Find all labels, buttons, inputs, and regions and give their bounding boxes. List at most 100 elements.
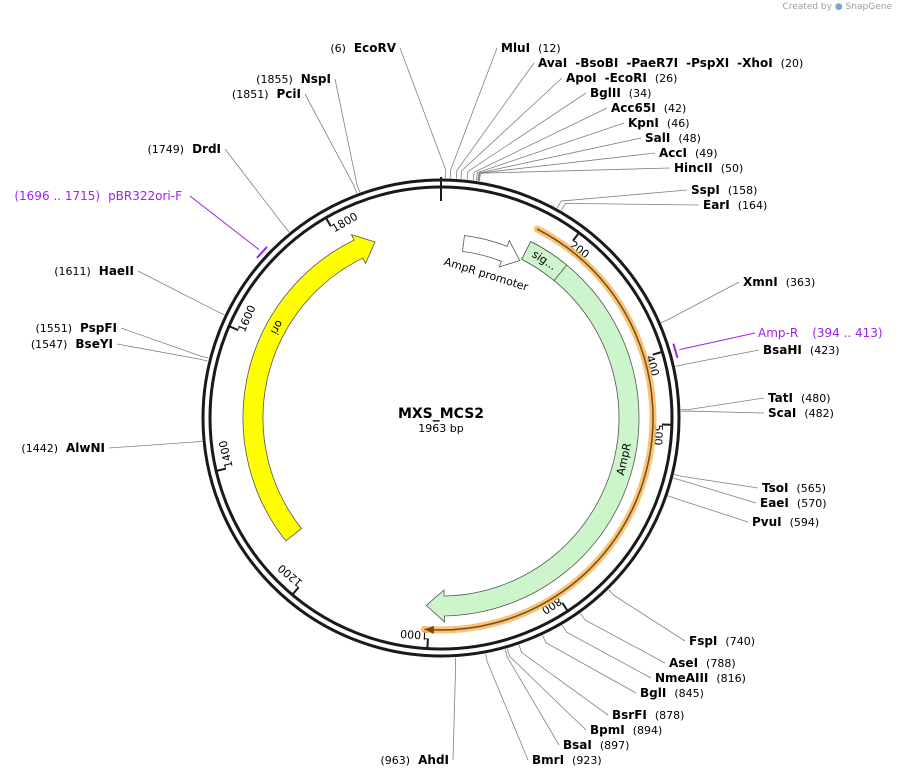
enzyme-name: MluI — [501, 41, 530, 55]
enzyme-position: (1551) — [35, 322, 72, 335]
enzyme-label-acc65i: Acc65I(42) — [611, 101, 686, 115]
enzyme-label-bgli: BglI(845) — [640, 686, 704, 700]
enzyme-name: EcoRI — [610, 71, 647, 85]
primer-range: (394 .. 413) — [812, 326, 882, 340]
enzyme-name: BsrFI — [612, 708, 647, 722]
enzyme-label-acci: AccI(49) — [659, 146, 718, 160]
enzyme-leader — [120, 327, 209, 359]
tick-mark — [216, 467, 227, 472]
enzyme-position: (1851) — [232, 88, 269, 101]
enzyme-position: (1855) — [256, 73, 293, 86]
tick-mark — [229, 325, 239, 332]
snapgene-credit: Created by ● SnapGene — [782, 2, 892, 12]
enzyme-position: (1611) — [54, 265, 91, 278]
enzyme-position: (923) — [572, 754, 602, 767]
enzyme-position: (1547) — [31, 338, 68, 351]
enzyme-leader — [455, 62, 535, 179]
ori-feature-arrow — [242, 234, 376, 542]
enzyme-leader-lines — [108, 47, 765, 761]
enzyme-name: BglII — [590, 86, 621, 100]
enzyme-name: BpmI — [590, 723, 625, 737]
enzyme-name: SalI — [645, 131, 670, 145]
enzyme-leader — [466, 92, 587, 180]
snapgene-logo-icon: ● — [834, 2, 843, 12]
enzyme-label-avai-bsobi-paer7i-pspxi-xhoi: AvaI - BsoBI - PaeR7I - PspXI - XhoI(20) — [538, 56, 803, 70]
enzyme-leader — [561, 624, 652, 679]
enzyme-name: EcoRV — [354, 41, 397, 55]
enzyme-separator: - — [686, 56, 691, 70]
plasmid-length: 1963 bp — [418, 422, 463, 435]
enzyme-position: (363) — [786, 276, 816, 289]
primer-label-pbr322ori-f: (1696 .. 1715)pBR322ori-F — [14, 189, 182, 203]
enzyme-position: (894) — [633, 724, 663, 737]
credit-app: SnapGene — [845, 2, 892, 12]
enzyme-label-kpni: KpnI(46) — [628, 116, 690, 130]
enzyme-name: HaeII — [99, 264, 134, 278]
enzyme-label-tati: TatI(480) — [768, 391, 831, 405]
enzyme-label-ahdi: (963)AhdI — [381, 753, 449, 767]
enzyme-name: PvuI — [752, 515, 782, 529]
enzyme-leader — [224, 148, 290, 233]
enzyme-name: XmnI — [743, 275, 778, 289]
enzyme-leader — [579, 613, 666, 664]
enzyme-leader — [680, 410, 765, 414]
enzyme-leader — [560, 202, 700, 211]
enzyme-label-tsoi: TsoI(565) — [762, 481, 826, 495]
enzyme-leader — [399, 47, 447, 179]
enzyme-label-ecorv: (6)EcoRV — [330, 41, 396, 55]
ampr-promoter-feature-arrow — [462, 235, 521, 268]
enzyme-label-bseyi: (1547) BseYI — [31, 337, 113, 351]
enzyme-position: (878) — [655, 709, 685, 722]
enzyme-position: (164) — [738, 199, 768, 212]
enzyme-position: (1442) — [21, 442, 58, 455]
enzyme-name: DrdI — [192, 142, 221, 156]
enzyme-leader — [477, 137, 642, 181]
enzyme-leader — [460, 77, 563, 179]
primer-mark — [256, 246, 268, 259]
enzyme-label-sspi: SspI(158) — [691, 183, 757, 197]
enzyme-leader — [661, 281, 740, 323]
enzyme-name: BsoBI — [580, 56, 618, 70]
enzyme-leader — [478, 167, 671, 182]
tick-mark — [652, 351, 662, 356]
enzyme-name: HincII — [674, 161, 713, 175]
primer-range: (1696 .. 1715) — [14, 189, 100, 203]
orf-line — [424, 228, 654, 631]
enzyme-name: AlwNI — [66, 441, 105, 455]
enzyme-leader — [556, 189, 688, 209]
enzyme-position: (845) — [674, 687, 704, 700]
enzyme-label-sali: SalI (48) — [645, 131, 701, 145]
enzyme-leader — [680, 397, 765, 411]
enzyme-label-bpmi: BpmI (894) — [590, 723, 662, 737]
enzyme-name: XhoI — [742, 56, 773, 70]
enzyme-label-hincii: HincII (50) — [674, 161, 743, 175]
enzyme-name: AhdI — [418, 753, 449, 767]
enzyme-position: (482) — [804, 407, 834, 420]
enzyme-leader — [472, 107, 608, 181]
enzyme-leader — [674, 474, 759, 489]
enzyme-leader — [452, 657, 457, 761]
enzyme-name: AvaI — [538, 56, 567, 70]
tick-mark — [325, 218, 332, 227]
primer-leader — [679, 332, 756, 351]
enzyme-name: BseYI — [75, 337, 113, 351]
orf-arrow-head — [424, 625, 435, 634]
enzyme-position: (740) — [725, 635, 755, 648]
enzyme-position: (42) — [664, 102, 687, 115]
enzyme-label-eaei: EaeI(570) — [760, 496, 827, 510]
tick-mark — [292, 586, 300, 595]
enzyme-label-alwni: (1442) AlwNI — [21, 441, 105, 455]
enzyme-leader — [608, 589, 686, 642]
primer-name: Amp-R — [758, 326, 798, 340]
enzyme-separator: - — [575, 56, 580, 70]
enzyme-position: (34) — [629, 87, 652, 100]
enzyme-label-scai: ScaI(482) — [768, 406, 834, 420]
enzyme-position: (48) — [678, 132, 701, 145]
enzyme-name: TsoI — [762, 481, 788, 495]
enzyme-separator: - — [605, 71, 610, 85]
enzyme-leader — [542, 635, 637, 694]
enzyme-name: PspXI — [691, 56, 729, 70]
enzyme-position: (50) — [721, 162, 744, 175]
enzyme-name: BmrI — [532, 753, 564, 767]
